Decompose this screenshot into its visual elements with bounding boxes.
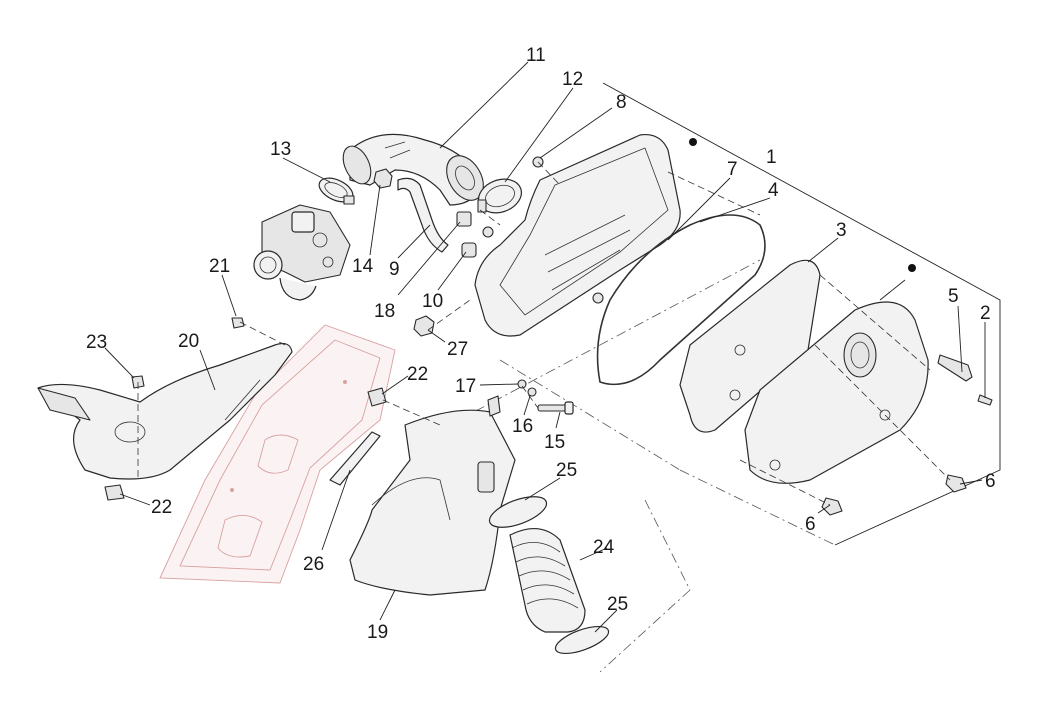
callout-23: 23 <box>86 332 107 353</box>
callout-25-lower: 25 <box>607 594 628 615</box>
callout-19: 19 <box>367 622 388 643</box>
breather-hose-9 <box>397 177 449 253</box>
callout-13: 13 <box>270 139 291 160</box>
nut-14 <box>373 168 393 189</box>
callout-20: 20 <box>178 331 199 352</box>
callout-24: 24 <box>593 537 615 558</box>
leader-lines <box>104 61 986 633</box>
callout-12: 12 <box>562 69 583 90</box>
callout-8: 8 <box>616 92 627 113</box>
callout-2: 2 <box>980 303 991 324</box>
gasket-4 <box>596 214 766 386</box>
intake-duct-11 <box>342 133 484 206</box>
scooter-frame <box>159 324 396 584</box>
callout-17: 17 <box>455 376 476 397</box>
callout-15: 15 <box>544 432 565 453</box>
callout-6-lower: 6 <box>805 514 816 535</box>
callout-26: 26 <box>303 554 324 575</box>
lower-cover-19 <box>349 395 516 596</box>
callout-16: 16 <box>512 416 533 437</box>
hose-clamp-25-upper <box>488 496 548 528</box>
callout-10: 10 <box>422 291 443 312</box>
callout-25-upper: 25 <box>556 460 577 481</box>
seal-strip-26 <box>329 431 381 486</box>
clamp-12 <box>477 178 522 214</box>
clip-18 <box>456 211 472 227</box>
clip-22-upper <box>367 387 387 407</box>
screw-6-lower <box>821 497 843 516</box>
callout-5: 5 <box>948 286 959 307</box>
bolt-15 <box>537 401 574 415</box>
screw-6-upper <box>945 474 967 493</box>
airbox-cover <box>744 264 929 484</box>
callout-6-upper: 6 <box>985 471 996 492</box>
bellows-24 <box>509 528 586 633</box>
callout-7: 7 <box>727 159 738 180</box>
washer-16 <box>527 387 537 397</box>
screw-5 <box>937 354 973 382</box>
callout-22-upper: 22 <box>407 364 428 385</box>
callout-18: 18 <box>374 301 395 322</box>
airbox-housing <box>474 133 697 337</box>
throttle-body <box>253 204 351 301</box>
callout-1: 1 <box>766 147 777 168</box>
alignment-lines <box>137 161 951 506</box>
callout-27: 27 <box>447 339 468 360</box>
nut-27 <box>413 315 435 337</box>
callout-21: 21 <box>209 256 230 277</box>
screw-2 <box>977 394 993 406</box>
hose-clamp-25-lower <box>554 625 610 655</box>
callout-3: 3 <box>836 220 847 241</box>
intake-snorkel-20 <box>37 342 293 480</box>
callout-9: 9 <box>389 259 400 280</box>
grommet-10 <box>461 242 477 258</box>
callout-labels: 1 2 3 4 5 6 6 7 8 9 10 11 12 13 14 15 16… <box>86 45 996 643</box>
callout-22-lower: 22 <box>151 497 172 518</box>
clamp-13 <box>318 177 355 205</box>
washer-17 <box>517 379 527 389</box>
callout-4: 4 <box>768 180 779 201</box>
clip-22-lower <box>104 484 125 501</box>
callout-11: 11 <box>526 45 546 66</box>
callout-14: 14 <box>352 256 374 277</box>
screw-21 <box>231 317 245 329</box>
